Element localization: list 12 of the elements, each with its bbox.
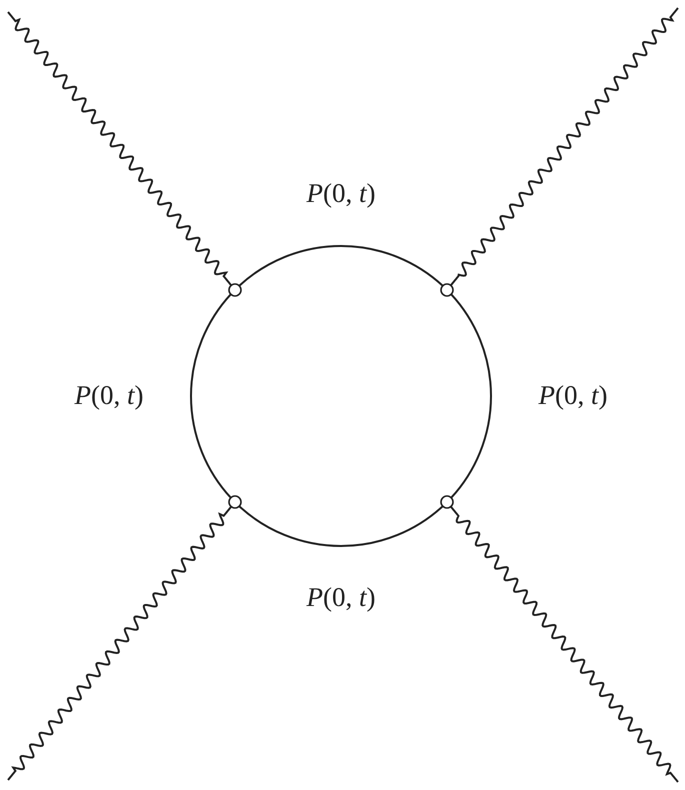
vertex-circle bbox=[228, 282, 242, 297]
vertex-circle bbox=[440, 495, 454, 510]
wavy-line bbox=[450, 506, 679, 783]
wavy-line bbox=[7, 506, 232, 781]
propagator-line bbox=[450, 294, 492, 498]
vertex-circle bbox=[228, 495, 242, 510]
wavy-line bbox=[450, 7, 679, 286]
propagator-line bbox=[238, 505, 444, 547]
vertex-circle bbox=[440, 282, 454, 297]
propagator-line bbox=[190, 294, 232, 498]
propagator-line bbox=[238, 245, 444, 287]
wavy-line bbox=[7, 11, 232, 286]
